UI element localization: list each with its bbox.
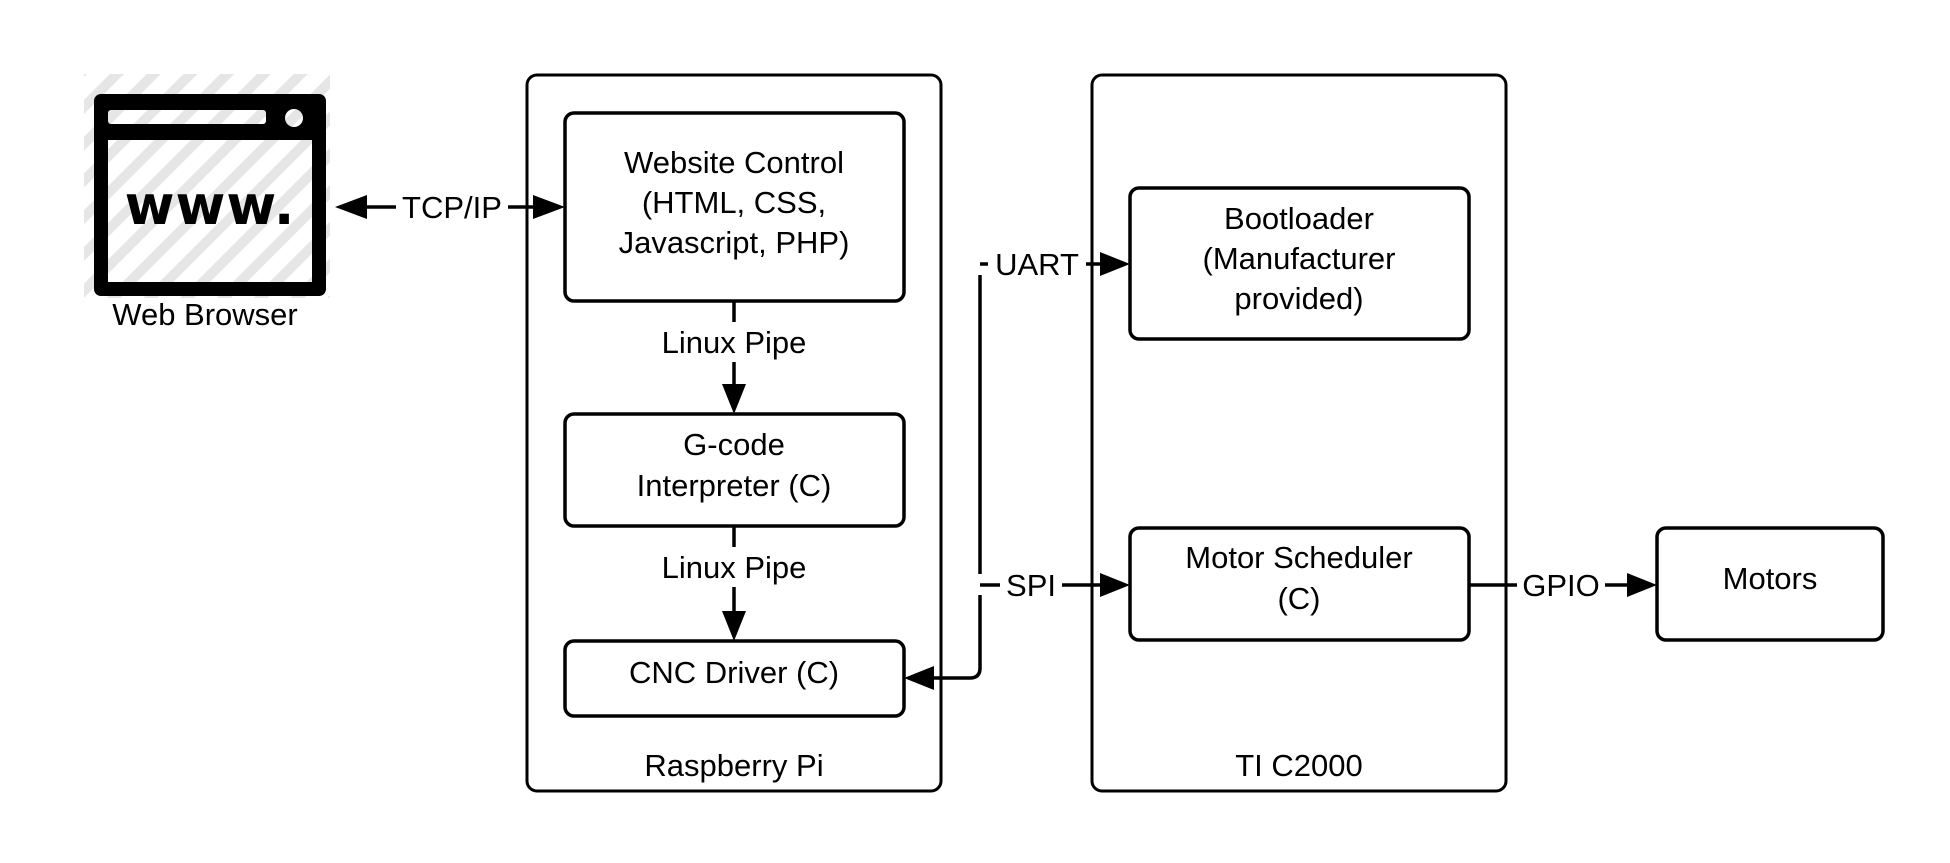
ti-c2000-label: TI C2000 [1235, 748, 1363, 783]
cnc-driver-label: CNC Driver (C) [629, 655, 839, 690]
bootloader-box: Bootloader (Manufacturer provided) [1128, 186, 1471, 341]
website-control-line-1: Website Control [624, 145, 844, 180]
arrowhead-left-icon [904, 666, 934, 690]
website-control-box: Website Control (HTML, CSS, Javascript, … [563, 111, 906, 303]
web-browser-label: Web Browser [112, 297, 298, 332]
gcode-interpreter-line-1: G-code [683, 427, 785, 462]
gcode-interpreter-box: G-code Interpreter (C) [563, 412, 906, 528]
motor-scheduler-line-1: Motor Scheduler [1185, 540, 1412, 575]
motors-label: Motors [1723, 561, 1818, 596]
arrowhead-right-icon [533, 195, 565, 219]
gcode-interpreter-line-2: Interpreter (C) [637, 468, 832, 503]
arrowhead-down-icon [722, 384, 746, 414]
raspberry-pi-label: Raspberry Pi [644, 748, 823, 783]
arrowhead-down-icon [722, 611, 746, 641]
gpio-connector: GPIO [1469, 568, 1657, 603]
bootloader-line-2: (Manufacturer [1203, 241, 1396, 276]
website-control-line-3: Javascript, PHP) [619, 225, 850, 260]
browser-window-icon: www. [94, 94, 326, 296]
arrowhead-left-icon [335, 195, 367, 219]
web-browser: www. Web Browser [84, 74, 330, 332]
website-control-line-2: (HTML, CSS, [642, 185, 826, 220]
bootloader-line-1: Bootloader [1224, 201, 1374, 236]
tcp-ip-label: TCP/IP [402, 190, 502, 225]
linux-pipe-2-connector: Linux Pipe [662, 526, 807, 641]
arrowhead-right-icon [1100, 252, 1130, 276]
ti-c2000-container: TI C2000 [1090, 73, 1508, 793]
cnc-driver-box: CNC Driver (C) [563, 639, 906, 718]
uart-label: UART [995, 247, 1079, 282]
motor-scheduler-line-2: (C) [1277, 581, 1320, 616]
linux-pipe-2-label: Linux Pipe [662, 550, 807, 585]
tcp-ip-connector: TCP/IP [335, 190, 565, 225]
spi-label: SPI [1006, 568, 1056, 603]
linux-pipe-1-connector: Linux Pipe [662, 301, 807, 414]
linux-pipe-1-label: Linux Pipe [662, 325, 807, 360]
bootloader-line-3: provided) [1234, 281, 1363, 316]
motors-box: Motors [1655, 526, 1885, 642]
motor-scheduler-box: Motor Scheduler (C) [1128, 526, 1471, 642]
gpio-label: GPIO [1522, 568, 1600, 603]
browser-icon-text: www. [125, 174, 296, 237]
arrowhead-right-icon [1100, 573, 1130, 597]
arrowhead-right-icon [1627, 573, 1657, 597]
uart-spi-connector: UART SPI [904, 247, 1130, 690]
